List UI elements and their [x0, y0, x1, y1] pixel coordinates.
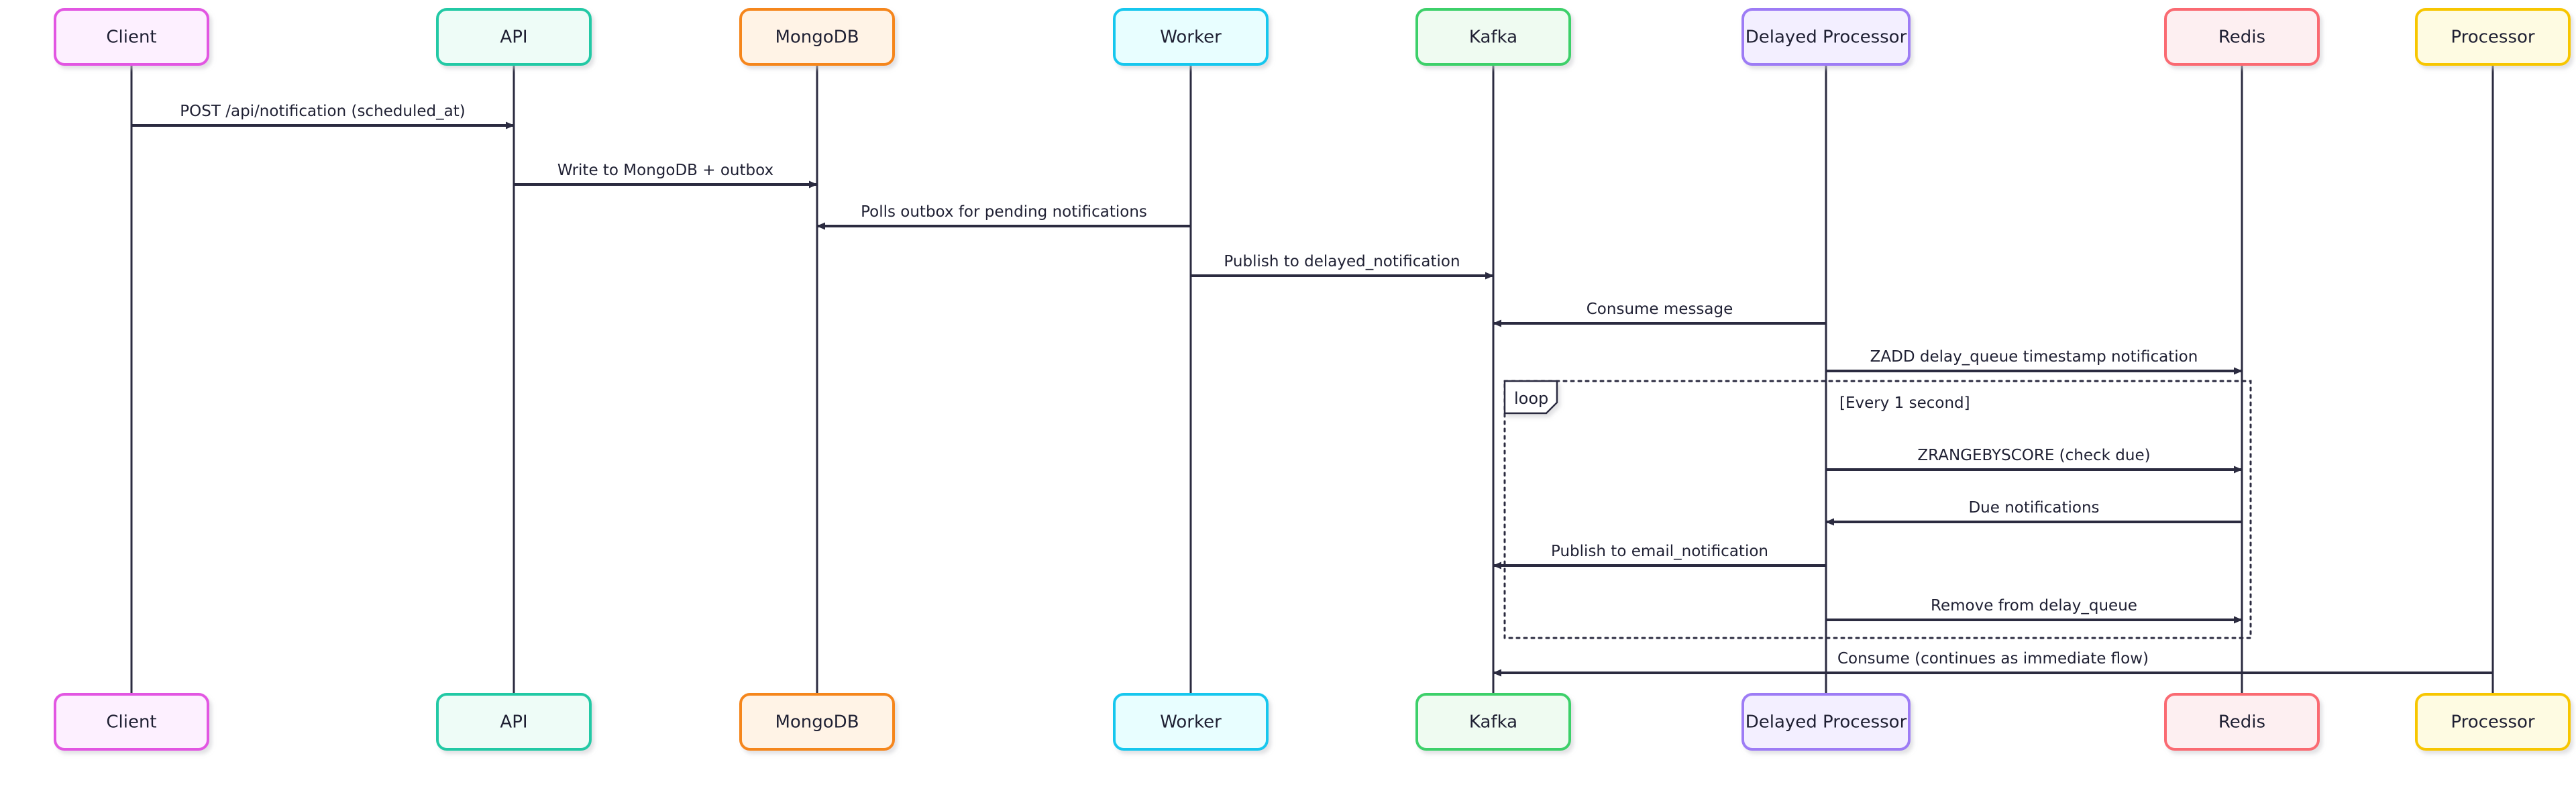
actor-label-mongodb-top: MongoDB [775, 28, 859, 48]
actor-label-mongodb-bottom: MongoDB [775, 712, 859, 733]
fragments-group: loop [Every 1 second] [1503, 380, 2252, 639]
actor-box-kafka-bottom[interactable] [1415, 693, 1571, 751]
actor-label-delayed-bottom: Delayed Processor [1746, 712, 1907, 733]
actor-label-redis-bottom: Redis [2218, 712, 2265, 733]
actor-box-delayed-bottom[interactable] [1741, 693, 1911, 751]
actor-label-worker-top: Worker [1160, 28, 1222, 48]
actor-box-processor-top[interactable] [2415, 8, 2571, 66]
message-label-m1: POST /api/notification (scheduled_at) [180, 103, 465, 120]
loop-tab-loop1 [1503, 380, 1558, 415]
message-label-m4: Publish to delayed_notification [1224, 253, 1460, 270]
actor-box-worker-top[interactable] [1113, 8, 1269, 66]
actor-label-api-top: API [500, 28, 527, 48]
actor-box-client-bottom[interactable] [54, 693, 209, 751]
actor-label-worker-bottom: Worker [1160, 712, 1222, 733]
loop-frame-loop1 [1503, 380, 2252, 639]
message-label-m7: ZRANGEBYSCORE (check due) [1917, 447, 2150, 464]
message-label-m3: Polls outbox for pending notifications [861, 203, 1147, 221]
actor-box-processor-bottom[interactable] [2415, 693, 2571, 751]
actor-label-redis-top: Redis [2218, 28, 2265, 48]
actor-box-mongodb-bottom[interactable] [739, 693, 895, 751]
actor-label-delayed-top: Delayed Processor [1746, 28, 1907, 48]
message-label-m11: Consume (continues as immediate flow) [1837, 650, 2149, 667]
actor-boxes-bottom: Client API MongoDB Worker Kafka Delayed Proce… [54, 693, 2571, 751]
lifelines-group [130, 64, 2494, 694]
actor-box-api-bottom[interactable] [436, 693, 592, 751]
message-label-m2: Write to MongoDB + outbox [557, 162, 773, 179]
actor-label-processor-bottom: Processor [2451, 712, 2535, 733]
messages-group: POST /api/notification (scheduled_at) Wri… [131, 103, 2493, 677]
actor-label-kafka-top: Kafka [1469, 28, 1517, 48]
message-label-m9: Publish to email_notification [1551, 543, 1768, 560]
message-label-m10: Remove from delay_queue [1931, 597, 2137, 614]
actor-label-client-top: Client [106, 28, 156, 48]
actor-box-delayed-top[interactable] [1741, 8, 1911, 66]
actor-box-mongodb-top[interactable] [739, 8, 895, 66]
message-label-m5: Consume message [1587, 301, 1733, 318]
actor-box-redis-bottom[interactable] [2164, 693, 2320, 751]
actor-boxes-top: Client API MongoDB Worker Kafka Delayed Proce… [54, 8, 2571, 66]
actor-label-processor-top: Processor [2451, 28, 2535, 48]
actor-label-kafka-bottom: Kafka [1469, 712, 1517, 733]
actor-box-worker-bottom[interactable] [1113, 693, 1269, 751]
loop-condition-loop1: [Every 1 second] [1839, 394, 1970, 412]
actor-box-api-top[interactable] [436, 8, 592, 66]
actor-box-kafka-top[interactable] [1415, 8, 1571, 66]
actor-label-api-bottom: API [500, 712, 527, 733]
actor-box-client-top[interactable] [54, 8, 209, 66]
loop-keyword-loop1: loop [1514, 389, 1548, 408]
actor-label-client-bottom: Client [106, 712, 156, 733]
actor-box-redis-top[interactable] [2164, 8, 2320, 66]
message-label-m8: Due notifications [1968, 499, 2099, 517]
message-label-m6: ZADD delay_queue timestamp notification [1870, 348, 2198, 366]
